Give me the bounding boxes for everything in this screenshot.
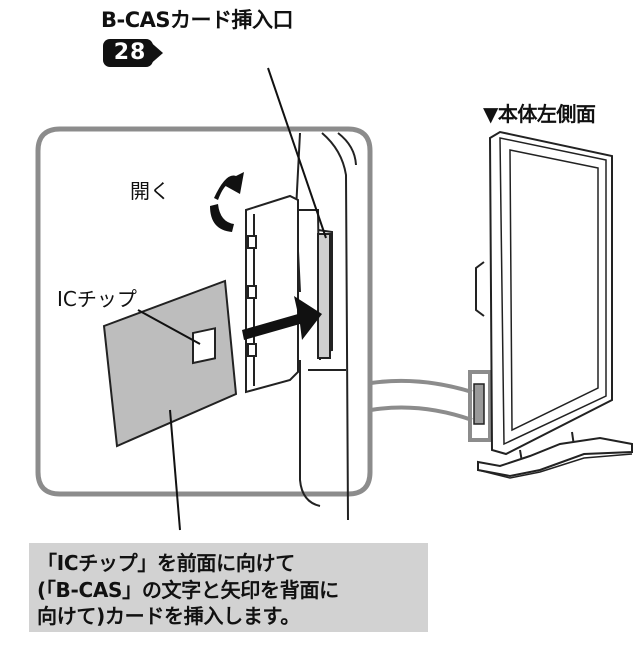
badge-pill bbox=[103, 39, 153, 67]
instruction-note: 「ICチップ」を前面に向けて (「B-CAS」の文字と矢印を背面に 向けて)カー… bbox=[29, 543, 428, 632]
ic-chip-label: ICチップ bbox=[57, 287, 137, 311]
ic-chip bbox=[192, 327, 216, 365]
open-arrow-icon bbox=[210, 172, 244, 232]
card-slot bbox=[317, 233, 331, 359]
page-reference-number: 28 bbox=[113, 40, 147, 65]
open-label: 開く bbox=[130, 179, 170, 203]
side-view-label: ▼本体左側面 bbox=[483, 102, 596, 126]
badge-arrow-icon bbox=[147, 39, 163, 67]
slot-cover bbox=[245, 194, 299, 394]
page-reference-badge[interactable]: 28 bbox=[103, 39, 165, 67]
note-line-3: 向けて)カードを挿入します。 bbox=[37, 604, 300, 628]
note-line-1: 「ICチップ」を前面に向けて bbox=[37, 551, 295, 575]
callout-connector bbox=[370, 370, 492, 442]
leader-lines bbox=[137, 67, 327, 531]
note-line-2: (「B-CAS」の文字と矢印を背面に bbox=[37, 578, 339, 602]
card-slot-label: B-CASカード挿入口 bbox=[101, 8, 294, 32]
ic-card bbox=[102, 279, 238, 448]
tv-side-view bbox=[473, 130, 633, 479]
insert-arrow bbox=[242, 296, 322, 340]
